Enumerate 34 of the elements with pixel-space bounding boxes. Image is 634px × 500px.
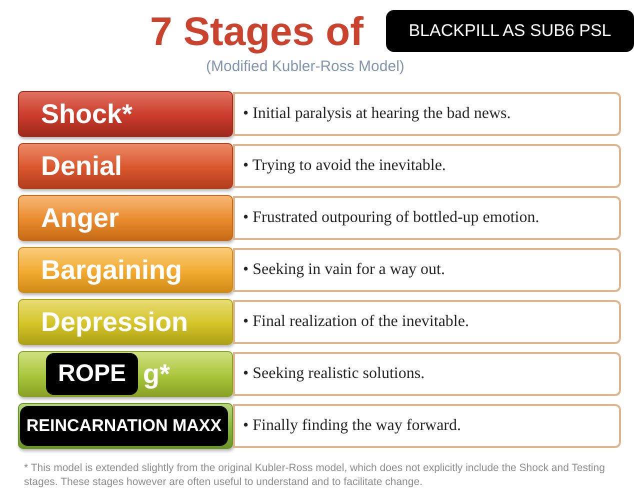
description-box [233, 404, 621, 448]
stage-description: • Finally finding the way forward. [243, 417, 461, 435]
description-box [233, 144, 621, 188]
stage-description: • Initial paralysis at hearing the bad news. [243, 105, 511, 123]
description-box [233, 248, 621, 292]
overlay-label [386, 10, 634, 52]
stage-description: • Frustrated outpouring of bottled-up emotion. [243, 209, 540, 227]
footnote: * This model is extended slightly from the original Kubler-Ross model, which does not explicitly include the Shock and Testing stages. These stages however are often useful to understand and to facilitate change. [24, 461, 606, 490]
description-box [233, 196, 621, 240]
overlay-text: REINCARNATION MAXX [26, 416, 222, 436]
description-box [233, 300, 621, 344]
stage-description: • Seeking realistic solutions. [243, 365, 425, 383]
stage-name: Depression [41, 306, 188, 338]
stage-name: Anger [41, 202, 120, 234]
title: 7 Stages of [150, 10, 364, 55]
overlay-text: BLACKPILL AS SUB6 PSL [408, 21, 612, 41]
stage-description: • Seeking in vain for a way out. [243, 261, 445, 279]
overlay-text: ROPE [58, 360, 126, 388]
stage-box [18, 143, 233, 189]
stage-box [18, 247, 233, 293]
overlay-label [46, 353, 138, 395]
stage-box [18, 351, 233, 397]
description-box [233, 352, 621, 396]
stage-box [18, 299, 233, 345]
stage-description: • Trying to avoid the inevitable. [243, 157, 446, 175]
stage-name: Bargaining [41, 254, 182, 286]
stage-box [18, 91, 233, 137]
stage-name: Shock* [41, 98, 133, 130]
stage-box [18, 195, 233, 241]
stage-name: g* [143, 358, 170, 390]
stage-name: Denial [41, 150, 122, 182]
stage-description: • Final realization of the inevitable. [243, 313, 469, 331]
description-box [233, 92, 621, 136]
subtitle: (Modified Kubler-Ross Model) [206, 58, 404, 75]
